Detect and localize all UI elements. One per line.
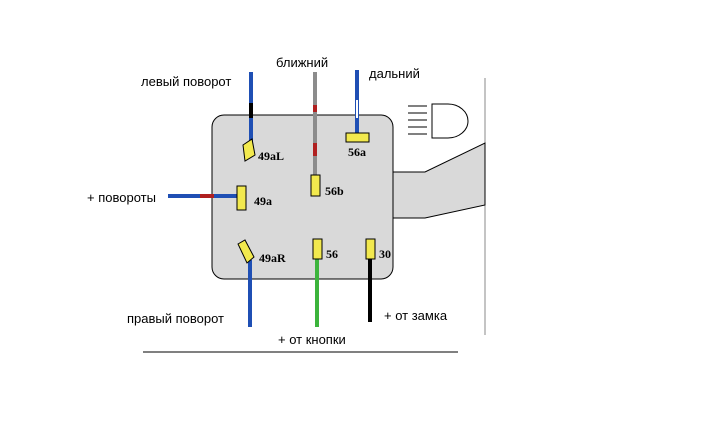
pin-label-49a: 49a [254,194,272,208]
pin-label-49aR: 49aR [259,251,286,265]
lever-stalk [392,142,486,219]
pin-label-56a: 56a [348,145,366,159]
label-plus-turns: + повороты [87,190,156,205]
pin-label-49aL: 49aL [258,149,284,163]
pin-label-56: 56 [326,247,338,261]
pin-49aR [237,239,255,264]
label-from-ignition: + от замка [384,308,448,323]
label-right-turn: правый поворот [127,311,224,326]
pin-56 [312,238,323,260]
pin-label-56b: 56b [325,184,344,198]
label-left-turn: левый поворот [141,74,231,89]
pin-49aL [242,138,256,162]
pin-label-30: 30 [379,247,391,261]
label-high-beam: дальний [369,66,420,81]
pin-49a [236,185,247,211]
label-from-button: + от кнопки [278,332,346,347]
label-low-beam: ближний [276,55,328,70]
pin-30 [365,238,376,260]
headlight-icon [408,103,469,139]
pin-56b [310,174,321,197]
pin-56a [345,132,370,143]
